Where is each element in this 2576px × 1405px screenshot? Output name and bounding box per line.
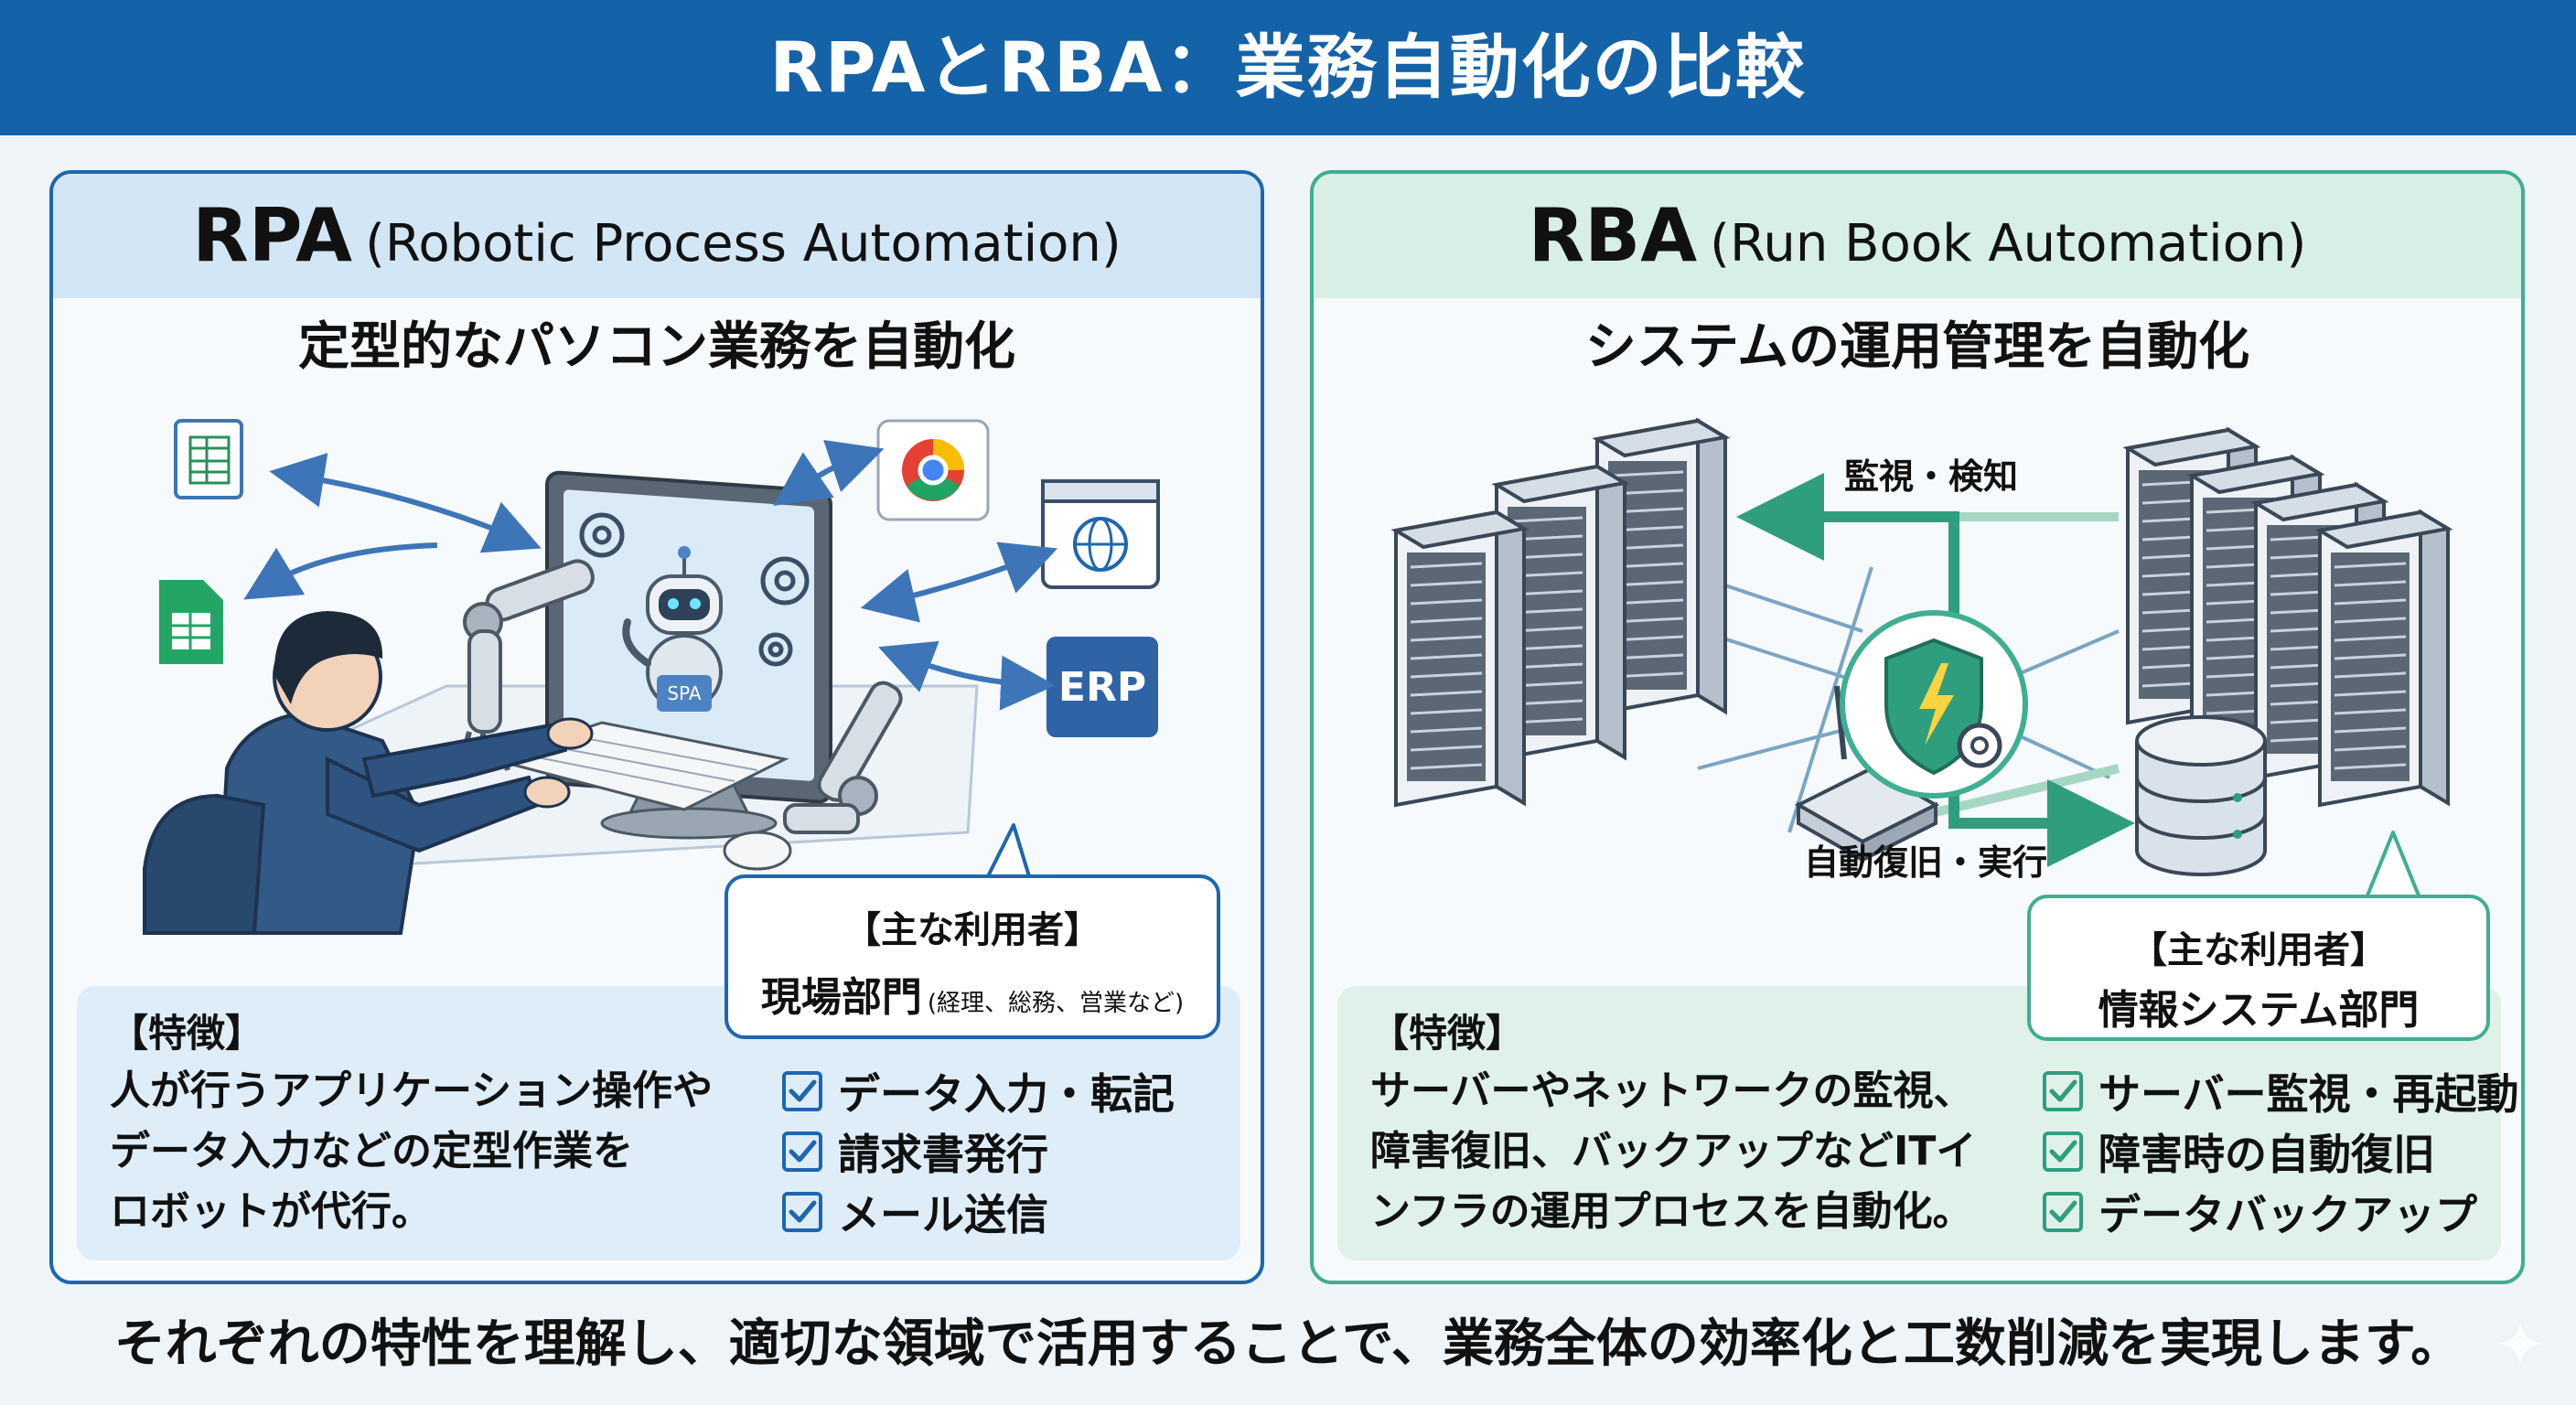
web-globe-icon xyxy=(1041,479,1160,589)
rba-feature-box: 【特徴】 サーバーやネットワークの監視、 障害復旧、バックアップなどITイ ンフ… xyxy=(1337,986,2519,1260)
rba-users-callout: 【主な利用者】 情報システム部門 xyxy=(2027,895,2490,1041)
callout-tail xyxy=(984,823,1034,886)
rpa-feature-line: ロボットが代行。 xyxy=(110,1188,432,1235)
rba-checklist: サーバー監視・再起動 障害時の自動復旧 データバックアップ xyxy=(2042,1061,2519,1242)
rpa-checklist: データ入力・転記 請求書発行 メール送信 xyxy=(781,1061,1175,1242)
rpa-users-callout: 【主な利用者】 現場部門(経理、総務、営業など) xyxy=(724,874,1220,1039)
rba-feature-line: サーバーやネットワークの監視、 xyxy=(1370,1067,1974,1114)
screen-badge: SPA xyxy=(667,682,701,704)
rba-abbr: RBA xyxy=(1528,193,1698,278)
rba-subtitle: システムの運用管理を自動化 xyxy=(1584,317,2250,377)
rba-full-name: (Run Book Automation) xyxy=(1710,214,2307,273)
erp-icon: ERP xyxy=(1046,637,1158,737)
data-flow-arrows xyxy=(243,440,1058,711)
check-icon xyxy=(2043,1071,2083,1111)
callout-tail xyxy=(2364,831,2422,901)
rpa-users-value-row: 現場部門(経理、総務、営業など) xyxy=(728,964,1217,1023)
rpa-abbr: RPA xyxy=(192,193,353,278)
sparkle-icon xyxy=(2499,1323,2541,1365)
check-icon xyxy=(782,1132,822,1172)
sheets-icon xyxy=(159,580,223,664)
check-icon xyxy=(782,1071,822,1111)
mouse xyxy=(723,831,792,871)
checklist-label: メール送信 xyxy=(838,1190,1048,1239)
rpa-full-name: (Robotic Process Automation) xyxy=(365,214,1122,273)
server-rack-icon xyxy=(1394,419,1727,807)
gear-icon xyxy=(579,512,810,667)
rba-panel-header: RBA(Run Book Automation) xyxy=(1314,174,2521,298)
robot-arm xyxy=(457,559,903,834)
check-icon xyxy=(2043,1192,2083,1232)
header-bar: RPAとRBA：業務自動化の比較 xyxy=(0,0,2576,135)
checklist-label: 請求書発行 xyxy=(838,1130,1048,1179)
rpa-feature-line: データ入力などの定型作業を xyxy=(110,1128,633,1174)
chrome-icon xyxy=(876,419,990,521)
rba-feature-description: サーバーやネットワークの監視、 障害復旧、バックアップなどITイ ンフラの運用プ… xyxy=(1370,1061,2011,1242)
rpa-feature-title: 【特徴】 xyxy=(110,1011,264,1056)
rba-illustration xyxy=(1394,419,2450,901)
checklist-label: 障害時の自動復旧 xyxy=(2098,1130,2435,1179)
rba-panel: RBA(Run Book Automation) システムの運用管理を自動化 xyxy=(1310,170,2525,1284)
office-worker xyxy=(143,611,594,935)
rba-panel-title: RBA(Run Book Automation) xyxy=(1314,174,2521,298)
rba-users-value: 情報システム部門 xyxy=(2098,987,2420,1034)
check-icon xyxy=(782,1192,822,1232)
rpa-panel-header: RPA(Robotic Process Automation) xyxy=(53,174,1261,298)
rba-feature-line: ンフラの運用プロセスを自動化。 xyxy=(1370,1188,1973,1235)
rpa-users-label: 【主な利用者】 xyxy=(844,909,1100,951)
rba-flow-bottom: 自動復旧・実行 xyxy=(1804,842,2048,883)
shield-lightning-icon xyxy=(1840,610,2028,799)
spreadsheet-icon xyxy=(174,419,243,499)
robot-icon: SPA xyxy=(622,546,723,712)
rba-feature-line: 障害復旧、バックアップなどITイ xyxy=(1370,1128,1977,1174)
database-icon xyxy=(2135,715,2267,876)
rpa-subtitle: 定型的なパソコン業務を自動化 xyxy=(298,317,1015,377)
rpa-feature-description: 人が行うアプリケーション操作や データ入力などの定型作業を ロボットが代行。 xyxy=(110,1061,750,1242)
check-icon xyxy=(2043,1132,2083,1172)
rpa-users-note: (経理、総務、営業など) xyxy=(927,990,1185,1017)
checklist-item: 請求書発行 xyxy=(781,1121,1175,1182)
erp-label: ERP xyxy=(1058,664,1146,711)
checklist-label: データバックアップ xyxy=(2098,1190,2477,1239)
rpa-feature-line: 人が行うアプリケーション操作や xyxy=(110,1067,714,1114)
rpa-panel: RPA(Robotic Process Automation) 定型的なパソコン… xyxy=(49,170,1264,1284)
rpa-panel-title: RPA(Robotic Process Automation) xyxy=(53,174,1261,298)
checklist-label: データ入力・転記 xyxy=(838,1069,1175,1119)
checklist-item: データバックアップ xyxy=(2042,1182,2519,1242)
rpa-users-value: 現場部門 xyxy=(760,974,922,1021)
rpa-illustration: SPA xyxy=(143,419,1160,935)
footer-summary: それぞれの特性を理解し、適切な領域で活用することで、業務全体の効率化と工数削減を… xyxy=(113,1314,2463,1374)
rba-users-label: 【主な利用者】 xyxy=(2131,929,2387,971)
checklist-item: 障害時の自動復旧 xyxy=(2042,1121,2519,1182)
checklist-label: サーバー監視・再起動 xyxy=(2098,1069,2519,1119)
checklist-item: データ入力・転記 xyxy=(781,1061,1175,1121)
rba-flow-top: 監視・検知 xyxy=(1844,456,2019,497)
checklist-item: サーバー監視・再起動 xyxy=(2042,1061,2519,1121)
checklist-item: メール送信 xyxy=(781,1182,1175,1242)
rba-feature-title: 【特徴】 xyxy=(1370,1011,1525,1056)
page-title: RPAとRBA：業務自動化の比較 xyxy=(769,27,1807,108)
